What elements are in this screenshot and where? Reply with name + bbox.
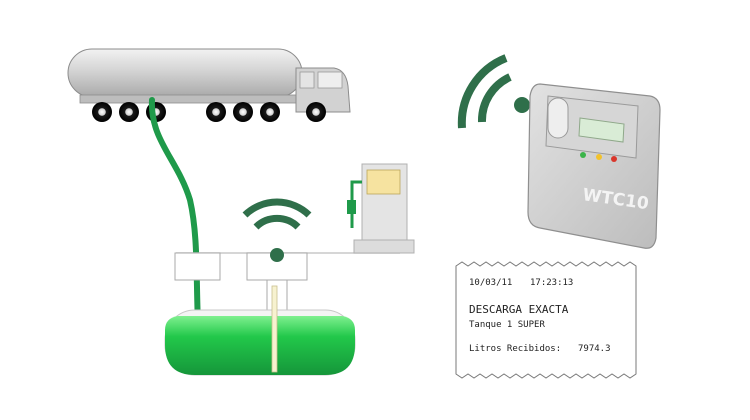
printer-device-icon: WTC10 [527,83,661,249]
underground-tank-icon [164,309,356,376]
fuel-pump-icon [347,163,415,254]
receipt-title: DESCARGA EXACTA [469,303,569,316]
wifi-signal-icon [457,54,530,129]
receipt-time: 17:23:13 [530,278,573,288]
device-display [578,117,625,143]
paper-roll [547,97,569,139]
wheel [119,102,139,122]
wheel [260,102,280,122]
truck-wheels [92,102,326,122]
wheel [306,102,326,122]
led-green [580,152,586,158]
pump-base [353,239,415,254]
fuel-fill [165,316,355,375]
led-yellow [596,154,602,160]
wifi-signal-icon [242,198,312,262]
nozzle-handle [347,200,356,214]
cab-window-rear [299,71,315,89]
level-probe [271,285,278,373]
receipt-liters-label: Litros Recibidos: [469,344,561,354]
wheel [206,102,226,122]
ticket-receipt-icon: 10/03/11 17:23:13 DESCARGA EXACTA Tanque… [455,261,637,379]
tanker-truck-icon [67,48,351,122]
led-red [611,156,617,162]
wheel [233,102,253,122]
pump-display [366,169,401,195]
receipt-paper [455,261,637,379]
tanker-body [67,48,303,98]
fill-box [174,252,221,281]
receipt-liters-value: 7974.3 [578,344,611,354]
cab-window [317,71,343,89]
wheel [92,102,112,122]
trailer-chassis [79,94,301,104]
delivery-hose [148,97,201,328]
receipt-tank-line: Tanque 1 SUPER [469,320,545,330]
receipt-date: 10/03/11 [469,278,512,288]
